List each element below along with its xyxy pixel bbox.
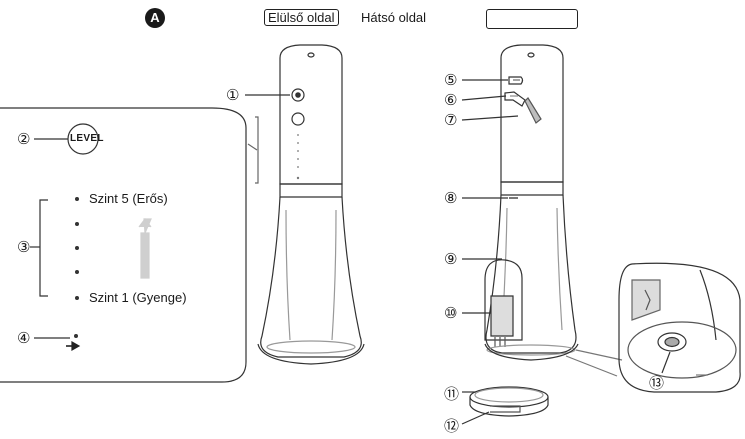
tip-release-button xyxy=(508,76,524,85)
back-side-label: Hátsó oldal xyxy=(361,10,427,25)
nozzle-holder xyxy=(504,91,526,107)
front-band xyxy=(279,183,343,198)
back-device xyxy=(484,44,579,361)
power-button xyxy=(291,88,305,102)
back-band xyxy=(500,181,564,196)
front-side-label: Elülső oldal xyxy=(264,9,339,26)
callout-12: ⑫ xyxy=(444,418,460,435)
level-button-small xyxy=(291,112,305,126)
callout-13: ⑬ xyxy=(649,375,665,392)
callout-8: ⑧ xyxy=(444,190,458,207)
level-1-label: Szint 1 (Gyenge) xyxy=(89,290,187,305)
base-ring xyxy=(469,386,549,417)
callout-11: ⑪ xyxy=(444,386,460,403)
level-button-text: LEVEL xyxy=(70,133,104,144)
callout-10: ⑩ xyxy=(444,305,458,322)
zoom-detail xyxy=(565,262,741,393)
level-up-arrow xyxy=(140,218,152,279)
back-top-unit xyxy=(500,44,564,183)
detail-frame xyxy=(0,107,247,383)
zoom-frame xyxy=(618,262,741,393)
callout-4: ④ xyxy=(17,330,31,347)
callout-5: ⑤ xyxy=(444,72,458,89)
detail-panel xyxy=(0,107,259,383)
front-device xyxy=(257,44,365,365)
empty-label-box xyxy=(486,9,578,29)
level-5-label: Szint 5 (Erős) xyxy=(89,191,168,206)
front-top-unit xyxy=(279,44,343,185)
back-base xyxy=(485,194,577,354)
callout-3: ③ xyxy=(17,239,31,256)
level-dots xyxy=(74,197,79,338)
front-base xyxy=(260,196,362,358)
water-tank-slot xyxy=(484,259,523,341)
front-indicator-dots xyxy=(296,134,300,180)
callout-9: ⑨ xyxy=(444,251,458,268)
callout-2: ② xyxy=(17,131,31,148)
callout-1: ① xyxy=(226,87,240,104)
plug-icon xyxy=(66,340,81,352)
section-a-badge: A xyxy=(145,8,165,28)
callout-6: ⑥ xyxy=(444,92,458,109)
callout-7: ⑦ xyxy=(444,112,458,129)
